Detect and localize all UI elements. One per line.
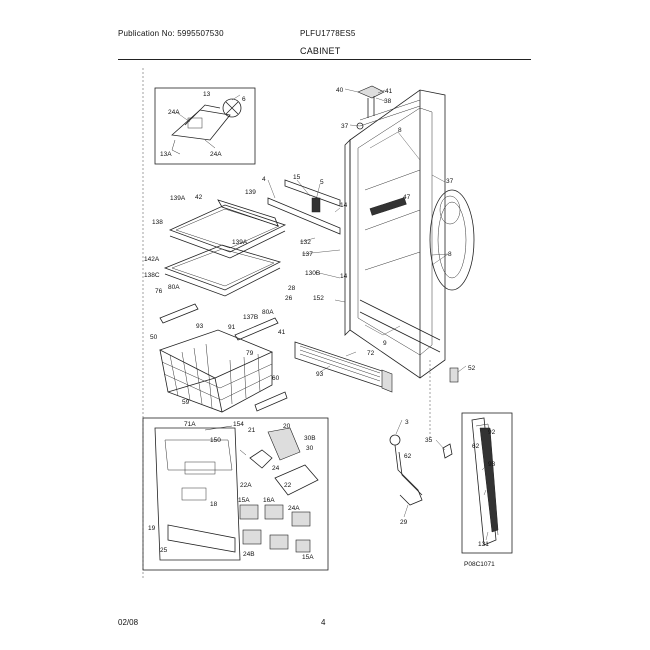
inset-door-parts [142,417,329,571]
callout-71a: 71A [184,421,196,428]
callout-16a: 16A [263,497,275,504]
publication-number: Publication No: 5995507530 [118,29,224,38]
callout-142a: 142A [144,256,160,263]
callout-6: 6 [242,96,246,103]
callout-28: 28 [288,285,296,292]
glass-shelf [168,199,287,259]
leader-lines [175,88,489,541]
callout-150: 150 [210,437,221,444]
callout-130b: 130B [305,270,320,277]
callout-72: 72 [367,350,375,357]
callout-92: 92 [488,429,496,436]
callout-131: 131 [478,541,489,548]
inset-fan-assembly [154,87,256,165]
diagram-reference-code: P08C1071 [464,561,495,568]
callout-24a: 24A [168,109,180,116]
callout-154: 154 [233,421,244,428]
callout-13: 13 [203,91,211,98]
callout-59: 59 [182,399,190,406]
leveling-foot [429,360,459,440]
callout-14: 14 [340,202,348,209]
model-number: PLFU1778ES5 [300,29,356,38]
callout-30: 30 [306,445,314,452]
callout-93b: 93 [316,371,324,378]
callout-132: 132 [300,239,311,246]
callout-21: 21 [248,427,256,434]
header-rule [118,59,531,60]
callout-15a: 15A [238,497,250,504]
callout-26: 26 [285,295,293,302]
callout-79: 79 [246,350,254,357]
callout-22: 22 [284,482,292,489]
callout-5: 5 [320,179,324,186]
wire-basket [158,329,288,413]
callout-4: 4 [262,176,266,183]
callout-91: 91 [228,324,236,331]
top-hinge [356,85,385,130]
callout-80a: 80A [168,284,180,291]
shelf-rails [159,179,341,341]
callout-14b: 14 [340,273,348,280]
callout-25: 25 [160,547,168,554]
callout-24a-door: 24A [288,505,300,512]
cabinet-body [344,89,475,379]
callout-80a-right: 80A [262,309,274,316]
callout-52: 52 [468,365,476,372]
inset-gasket [461,412,513,554]
drain-tube [389,434,453,506]
callouts: 40 41 38 37 8 37 47 8 13 24A 6 24A 13A 4… [144,87,496,568]
callout-13a: 13A [160,151,172,158]
callout-18: 18 [210,501,218,508]
callout-41b: 41 [278,329,286,336]
callout-8: 8 [398,127,402,134]
callout-9: 9 [383,340,387,347]
callout-38: 38 [384,98,392,105]
callout-60: 60 [272,375,280,382]
lower-shelf [163,244,282,297]
callout-138c: 138C [144,272,160,279]
callout-37b: 37 [446,178,454,185]
callout-22a: 22A [240,482,252,489]
footer-date: 02/08 [118,618,139,627]
callout-35: 35 [425,437,433,444]
callout-138: 138 [152,219,163,226]
callout-139a: 139A [170,195,186,202]
page-number: 4 [321,618,326,627]
callout-37: 37 [341,123,349,130]
callout-93c: 93 [488,461,496,468]
callout-42: 42 [195,194,203,201]
callout-139: 139 [245,189,256,196]
callout-30b: 30B [304,435,316,442]
callout-24b: 24B [243,551,255,558]
callout-137: 137 [302,251,313,258]
callout-29: 29 [400,519,408,526]
callout-50: 50 [150,334,158,341]
callout-139a-shelf: 139A [232,239,248,246]
callout-24: 24 [272,465,280,472]
callout-3: 3 [405,419,409,426]
callout-62: 62 [472,443,480,450]
callout-93: 93 [196,323,204,330]
callout-15: 15 [293,174,301,181]
callout-41: 41 [385,88,393,95]
callout-24a-lower: 24A [210,151,222,158]
bottom-grille [294,341,393,393]
callout-152: 152 [313,295,324,302]
callout-52-tube: 62 [404,453,412,460]
callout-19: 19 [148,525,156,532]
callout-15a-lower: 15A [302,554,314,561]
callout-137b: 137B [243,314,258,321]
callout-20: 20 [283,423,291,430]
section-title: CABINET [300,46,341,56]
callout-47: 47 [403,194,411,201]
callout-8b: 8 [448,251,452,258]
callout-40: 40 [336,87,344,94]
callout-76: 76 [155,288,163,295]
